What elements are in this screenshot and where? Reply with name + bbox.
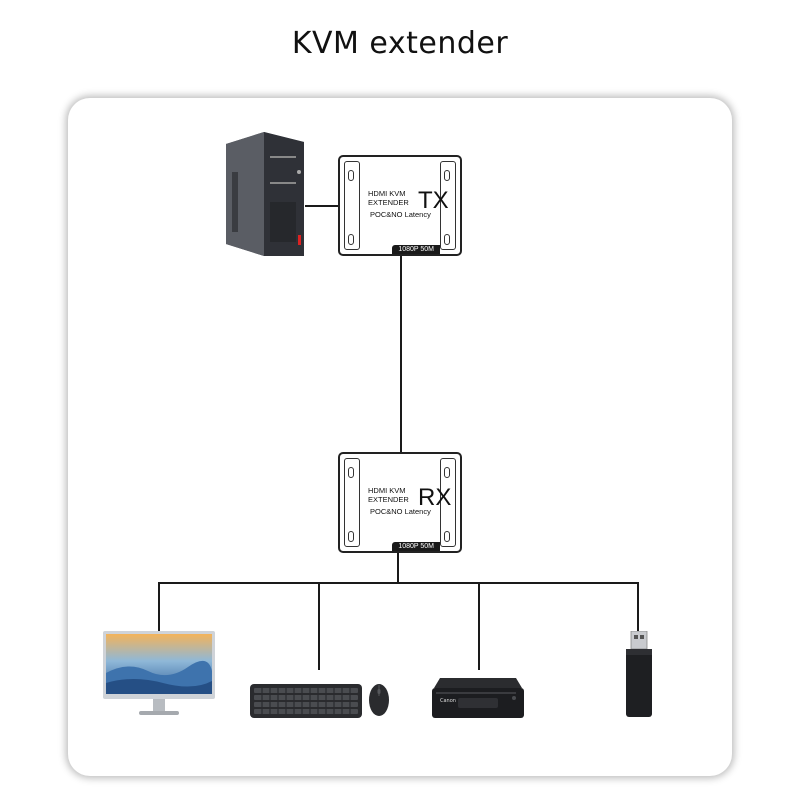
drop-usb-wire (637, 582, 639, 632)
rx-down-wire (397, 553, 399, 583)
rx-left-rail (344, 458, 360, 547)
tx-latency-label: POC&NO Latency (370, 210, 431, 219)
usb-drive-icon (626, 631, 652, 717)
tx-big-label: TX (418, 187, 449, 214)
drop-monitor-wire (158, 582, 160, 632)
tx-spec-badge: 1080P 50M (392, 245, 440, 254)
page-title: KVM extender (291, 26, 509, 61)
monitor-icon (103, 631, 215, 715)
keyboard-icon (250, 684, 362, 718)
tx-to-rx-wire (400, 256, 402, 454)
rx-latency-label: POC&NO Latency (370, 507, 431, 516)
bus-wire (158, 582, 639, 584)
drop-keyboard-wire (318, 582, 320, 670)
pc-tower-icon (226, 132, 304, 256)
rx-big-label: RX (418, 484, 452, 511)
mouse-icon (369, 684, 389, 716)
printer-icon: Canon (432, 678, 524, 718)
tx-right-rail (440, 161, 456, 250)
printer-brand-text: Canon (440, 698, 456, 704)
rx-right-rail (440, 458, 456, 547)
pc-to-tx-wire (305, 205, 339, 207)
rx-spec-badge: 1080P 50M (392, 542, 440, 551)
tx-left-rail (344, 161, 360, 250)
drop-printer-wire (478, 582, 480, 670)
